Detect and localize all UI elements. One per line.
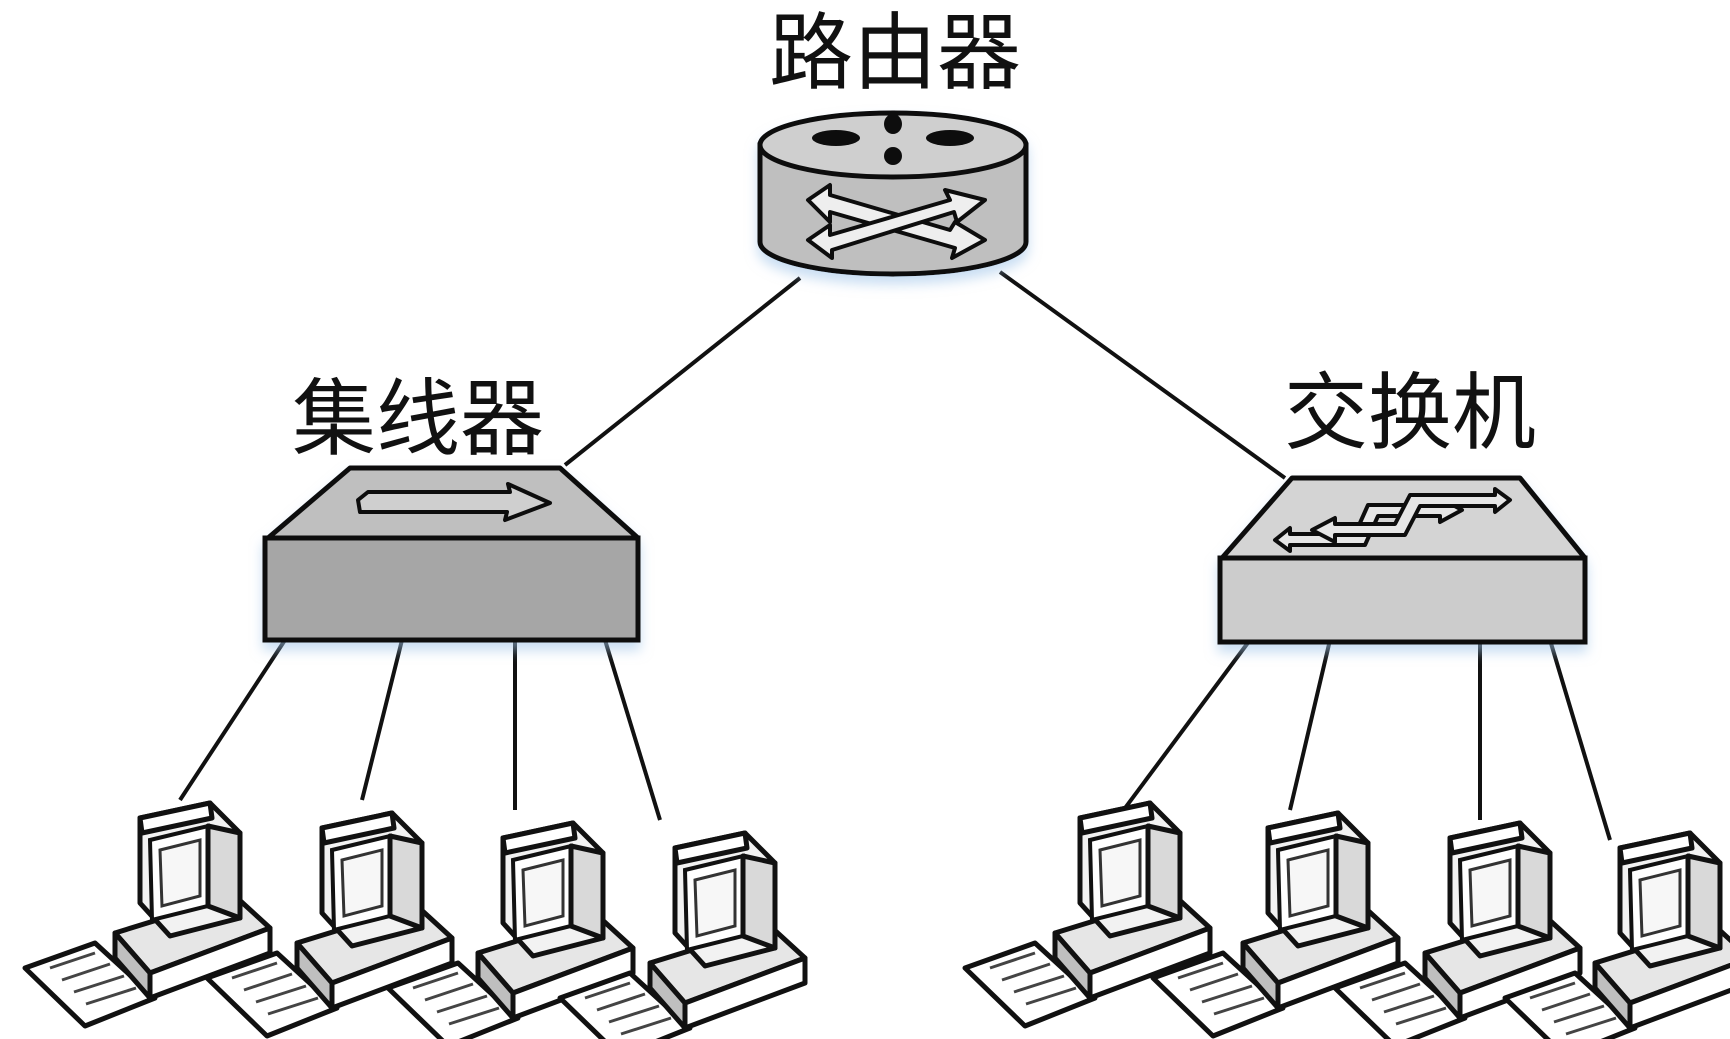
links bbox=[178, 270, 1612, 841]
router-icon bbox=[757, 110, 1029, 277]
link-hub-pc-2 bbox=[360, 639, 404, 801]
switch-icon bbox=[1217, 475, 1588, 645]
link-switch-pc-2 bbox=[1288, 639, 1332, 811]
switch-computers bbox=[965, 803, 1730, 1039]
hub-node: 集线器 bbox=[262, 370, 641, 643]
link-hub-pc-1 bbox=[178, 638, 287, 802]
link-switch-pc-1 bbox=[1103, 638, 1252, 837]
link-hub-pc-4 bbox=[603, 639, 662, 821]
link-router-switch bbox=[998, 270, 1287, 480]
link-switch-pc-4 bbox=[1548, 639, 1612, 841]
switch-label: 交换机 bbox=[1284, 364, 1536, 462]
router-node: 路由器 bbox=[757, 4, 1029, 277]
link-router-hub bbox=[563, 276, 802, 467]
hub-label: 集线器 bbox=[292, 370, 544, 468]
router-label: 路由器 bbox=[769, 4, 1021, 102]
hub-icon bbox=[262, 465, 641, 643]
hub-computers bbox=[25, 803, 805, 1039]
switch-node: 交换机 bbox=[1217, 364, 1588, 645]
